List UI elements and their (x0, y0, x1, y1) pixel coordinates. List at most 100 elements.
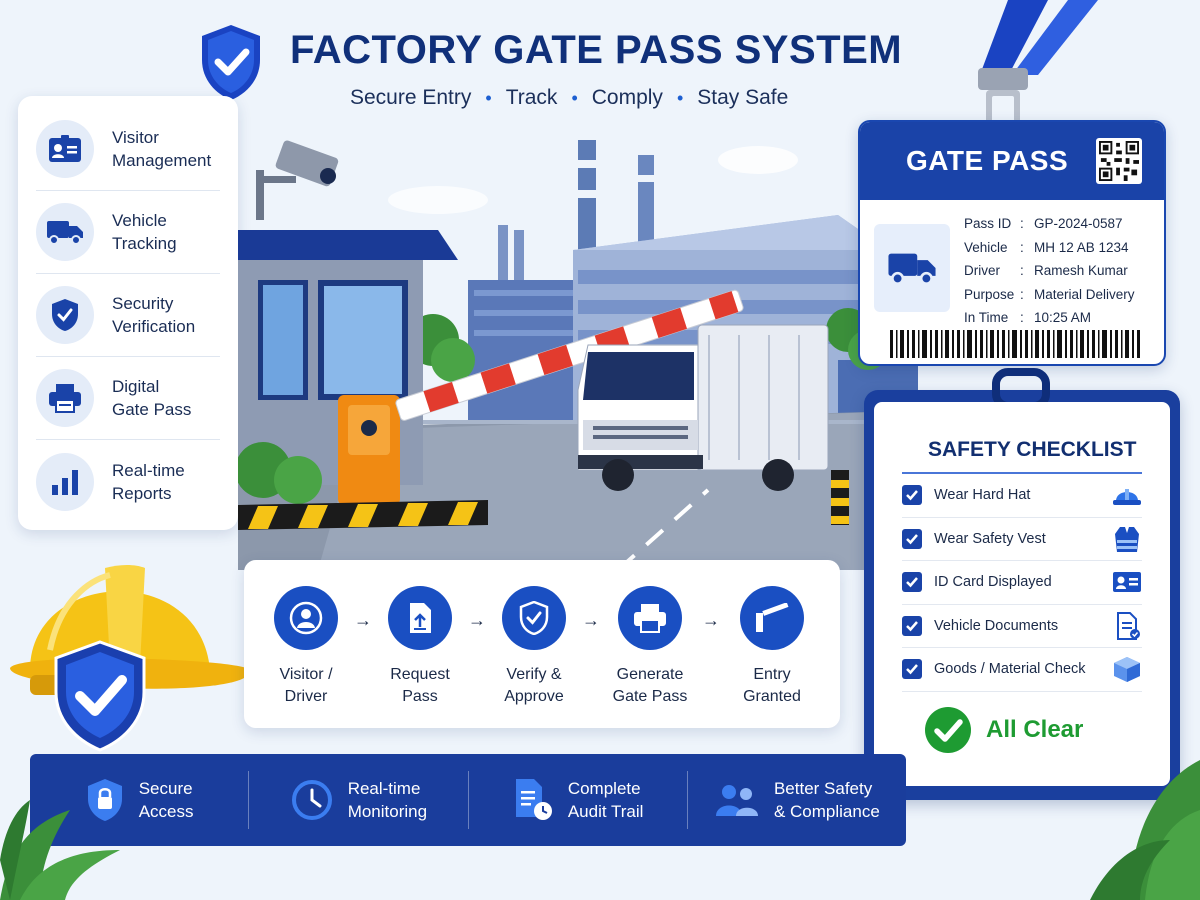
shield-check-icon (54, 640, 146, 752)
flow-step-verify-approve[interactable]: Verify &Approve (474, 586, 594, 708)
gate-pass-field: Vehicle:MH 12 AB 1234 (964, 239, 1129, 255)
lock-shield-icon (87, 779, 122, 821)
checklist-item-id-card[interactable]: ID Card Displayed (902, 561, 1142, 605)
gate-pass-field: Driver:Ramesh Kumar (964, 263, 1128, 279)
safety-vest-icon (1115, 526, 1139, 552)
id-card-icon (36, 120, 94, 178)
checklist-item-label: ID Card Displayed (934, 574, 1052, 591)
checkbox-checked[interactable] (902, 528, 922, 549)
safety-checklist: SAFETY CHECKLIST Wear Hard Hat Wear Safe… (874, 402, 1170, 786)
checklist-item-label: Vehicle Documents (934, 617, 1059, 634)
flow-step-label: Verify &Approve (504, 666, 564, 705)
checkbox-checked[interactable] (902, 615, 922, 636)
document-clock-icon (515, 779, 552, 820)
benefit-label: Better Safety& Compliance (773, 779, 880, 821)
checklist-item-label: Wear Safety Vest (934, 530, 1046, 547)
checkbox-checked[interactable] (902, 659, 922, 680)
user-icon (274, 586, 338, 650)
flow-arrow: → (702, 610, 720, 630)
checklist-item-label: Goods / Material Check (934, 661, 1086, 678)
id-card-icon (1113, 572, 1141, 593)
people-icon (715, 785, 758, 816)
gate-pass-title: GATE PASS (906, 145, 1069, 176)
checklist-item-label: Wear Hard Hat (934, 487, 1031, 504)
check-circle-icon (925, 706, 971, 753)
gate-pass-field: Purpose:Material Delivery (964, 286, 1135, 302)
shield-check-icon (36, 286, 94, 344)
tagline-separator: • (676, 87, 684, 108)
checkbox-checked[interactable] (902, 572, 922, 593)
checklist-item-hard-hat[interactable]: Wear Hard Hat (902, 474, 1142, 518)
flow-step-label: Visitor /Driver (279, 666, 333, 705)
benefit-safety-compliance: Better Safety& Compliance (688, 771, 906, 829)
gate-pass-field: Pass ID:GP-2024-0587 (964, 216, 1123, 232)
bar-chart-icon (36, 452, 94, 511)
shield-check-icon (202, 25, 260, 100)
checklist-title: SAFETY CHECKLIST (902, 436, 1142, 474)
document-upload-icon (388, 586, 452, 650)
barcode-icon (890, 330, 1140, 358)
tagline-item: Track (505, 86, 558, 109)
gate-pass-field: In Time:10:25 AM (964, 310, 1092, 326)
plant-decoration (1090, 760, 1200, 900)
tagline-item: Stay Safe (697, 86, 789, 109)
page-title: FACTORY GATE PASS SYSTEM (290, 28, 903, 72)
clipboard-ring (992, 368, 1050, 406)
truck-icon (36, 203, 94, 261)
all-clear-status: All Clear (902, 706, 1142, 754)
checklist-item-vehicle-documents[interactable]: Vehicle Documents (902, 605, 1142, 648)
checklist-item-safety-vest[interactable]: Wear Safety Vest (902, 518, 1142, 561)
tagline-item: Comply (591, 86, 663, 109)
flow-arrow: → (468, 610, 486, 630)
tagline: Secure Entry • Track • Comply • Stay Saf… (350, 86, 788, 110)
tagline-separator: • (485, 87, 492, 108)
gate-pass-header: GATE PASS (860, 122, 1164, 200)
all-clear-text: All Clear (986, 715, 1084, 743)
lanyard-clip (978, 0, 1098, 138)
checkbox-checked[interactable] (902, 485, 922, 506)
truck-icon (874, 224, 950, 312)
checklist-item-goods-check[interactable]: Goods / Material Check (902, 648, 1142, 692)
factory-gate-illustration (238, 140, 938, 570)
printer-icon (618, 586, 682, 650)
shield-check-icon (502, 586, 566, 650)
document-icon (1117, 611, 1140, 640)
clock-icon (291, 780, 332, 820)
hard-hat-icon (1113, 489, 1141, 506)
flow-step-visitor-driver[interactable]: Visitor /Driver (246, 586, 366, 708)
gate-pass-fields: Pass ID:GP-2024-0587 Vehicle:MH 12 AB 12… (964, 212, 1135, 330)
box-icon (1114, 657, 1140, 683)
tagline-item: Secure Entry (350, 86, 472, 109)
barrier-gate-icon (740, 586, 804, 650)
plant-decoration (0, 800, 120, 900)
tagline-separator: • (571, 87, 578, 108)
printer-icon (36, 369, 94, 427)
gate-pass-card: GATE PASS Pass ID:GP-2024-0587 Vehicle:M… (858, 120, 1166, 366)
qr-code-icon (1096, 138, 1142, 184)
